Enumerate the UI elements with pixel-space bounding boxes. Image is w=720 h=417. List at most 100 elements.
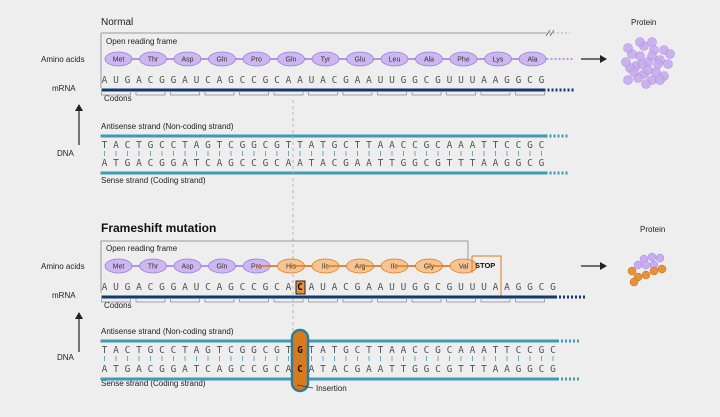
antisense-base: C <box>516 140 522 151</box>
stop-codon-box: STOP <box>471 255 502 296</box>
antisense-base: G <box>274 140 280 151</box>
antisense-base: T <box>286 345 292 356</box>
mrna-base: G <box>504 75 510 86</box>
antisense-base: A <box>470 140 476 151</box>
amino-acid-bead <box>380 51 409 67</box>
codon-bracket <box>446 92 476 96</box>
amino-acid-label: Ile <box>322 264 330 271</box>
antisense-base: C <box>171 140 177 151</box>
sense-base: A <box>286 158 292 169</box>
sense-label: Sense strand (Coding strand) <box>101 379 206 388</box>
mrna-base: A <box>366 75 372 86</box>
antisense-base: A <box>401 345 407 356</box>
codon-bracket <box>377 299 407 303</box>
amino-acid-label: Lys <box>493 57 504 64</box>
mrna-base: A <box>136 282 142 293</box>
amino-acid-bead <box>104 258 133 274</box>
sense-base: A <box>136 364 142 375</box>
mrna-base: G <box>424 282 430 293</box>
sense-base: C <box>251 158 257 169</box>
protein-bead <box>647 252 657 262</box>
antisense-base: G <box>240 345 246 356</box>
sense-base: G <box>412 158 418 169</box>
sense-base: G <box>435 158 441 169</box>
mrna-base: A <box>217 282 223 293</box>
protein-bead <box>649 266 659 276</box>
antisense-base: T <box>378 345 384 356</box>
antisense-base: T <box>102 345 108 356</box>
antisense-base: T <box>136 140 142 151</box>
antisense-base: T <box>217 140 223 151</box>
protein-bead <box>643 65 653 75</box>
antisense-base: C <box>228 140 234 151</box>
antisense-base: C <box>263 345 269 356</box>
insertion-pointer <box>296 384 314 389</box>
sense-base: A <box>309 364 315 375</box>
protein-bead <box>623 43 633 53</box>
mrna-base: C <box>251 282 257 293</box>
sense-base: A <box>493 364 499 375</box>
antisense-base: C <box>424 345 430 356</box>
antisense-base: A <box>389 345 395 356</box>
sense-base: A <box>366 158 372 169</box>
antisense-base: C <box>401 140 407 151</box>
sense-base: T <box>389 158 395 169</box>
mrna-base: A <box>366 282 372 293</box>
antisense-base: T <box>366 140 372 151</box>
sense-base: T <box>194 364 200 375</box>
dna-arrow <box>75 312 83 352</box>
mrna-base: U <box>194 75 200 86</box>
mrna-base: U <box>481 282 487 293</box>
amino-acid-label: Pro <box>251 264 262 271</box>
antisense-base: C <box>355 345 361 356</box>
orf-label: Open reading frame <box>106 37 178 46</box>
protein-bead <box>633 260 643 270</box>
protein-bead <box>651 67 661 77</box>
sense-base: G <box>263 158 269 169</box>
protein-bead <box>665 49 675 59</box>
mrna-base: G <box>516 75 522 86</box>
sense-base: C <box>424 158 430 169</box>
mrna-base: U <box>113 75 119 86</box>
protein-bead <box>635 51 645 61</box>
antisense-label: Antisense strand (Non-coding strand) <box>101 327 234 336</box>
dna-label: DNA <box>57 353 75 362</box>
codon-bracket <box>515 299 545 303</box>
amino-acid-label: Ala <box>527 57 537 64</box>
amino-acid-label: Val <box>459 264 469 271</box>
sense-base: A <box>481 158 487 169</box>
antisense-base: T <box>332 345 338 356</box>
antisense-base: A <box>113 345 119 356</box>
codon-bracket <box>377 92 407 96</box>
sense-base: C <box>251 364 257 375</box>
antisense-base: G <box>251 140 257 151</box>
antisense-base: A <box>320 345 326 356</box>
sense-base: T <box>194 158 200 169</box>
sense-base: A <box>297 158 303 169</box>
mrna-base: C <box>343 282 349 293</box>
mrna-base: G <box>159 75 165 86</box>
mrna-base: G <box>343 75 349 86</box>
mrna-label: mRNA <box>52 84 76 93</box>
mrna-base: A <box>286 75 292 86</box>
mrna-base: A <box>286 282 292 293</box>
mrna-base: U <box>113 282 119 293</box>
mrna-base: G <box>412 282 418 293</box>
sense-base: G <box>401 158 407 169</box>
antisense-base: G <box>332 140 338 151</box>
antisense-base: A <box>447 140 453 151</box>
antisense-base: C <box>527 345 533 356</box>
antisense-base: G <box>527 140 533 151</box>
protein-bead <box>641 260 651 270</box>
sense-base: C <box>240 364 246 375</box>
protein-bead <box>641 79 651 89</box>
antisense-base: C <box>412 345 418 356</box>
sense-base: C <box>148 364 154 375</box>
antisense-base: G <box>251 345 257 356</box>
amino-acid-bead <box>173 258 202 274</box>
mrna-base: A <box>182 282 188 293</box>
mrna-base: C <box>274 75 280 86</box>
mrna-base: C <box>148 282 154 293</box>
mrna-base: G <box>228 75 234 86</box>
